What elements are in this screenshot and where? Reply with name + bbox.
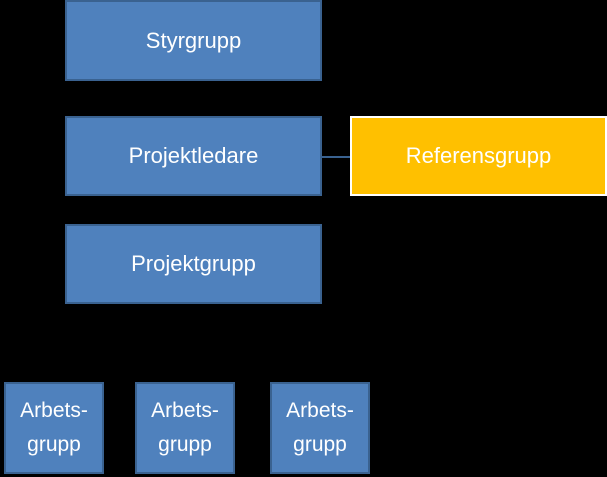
projektgrupp-box: Projektgrupp [65,224,322,304]
projektledare-referensgrupp-connector [322,156,350,158]
arbetsgrupp-label-line2: grupp [158,433,212,456]
referensgrupp-box: Referensgrupp [350,116,607,196]
arbetsgrupp-label-line2: grupp [27,433,81,456]
styrgrupp-label: Styrgrupp [145,27,242,53]
referensgrupp-label: Referensgrupp [405,143,552,168]
projektledare-box: Projektledare [65,116,322,196]
arbetsgrupp-box-1: Arbets- grupp [4,382,104,474]
arbetsgrupp-box-3: Arbets- grupp [270,382,370,474]
projektledare-label: Projektledare [128,143,259,168]
arbetsgrupp-label-line2: grupp [293,433,347,456]
projektgrupp-label: Projektgrupp [131,251,256,276]
arbetsgrupp-label-line1: Arbets- [20,399,88,422]
arbetsgrupp-label-line1: Arbets- [151,399,219,422]
arbetsgrupp-label-line1: Arbets- [286,399,354,422]
styrgrupp-box: Styrgrupp [65,0,322,81]
arbetsgrupp-box-2: Arbets- grupp [135,382,235,474]
